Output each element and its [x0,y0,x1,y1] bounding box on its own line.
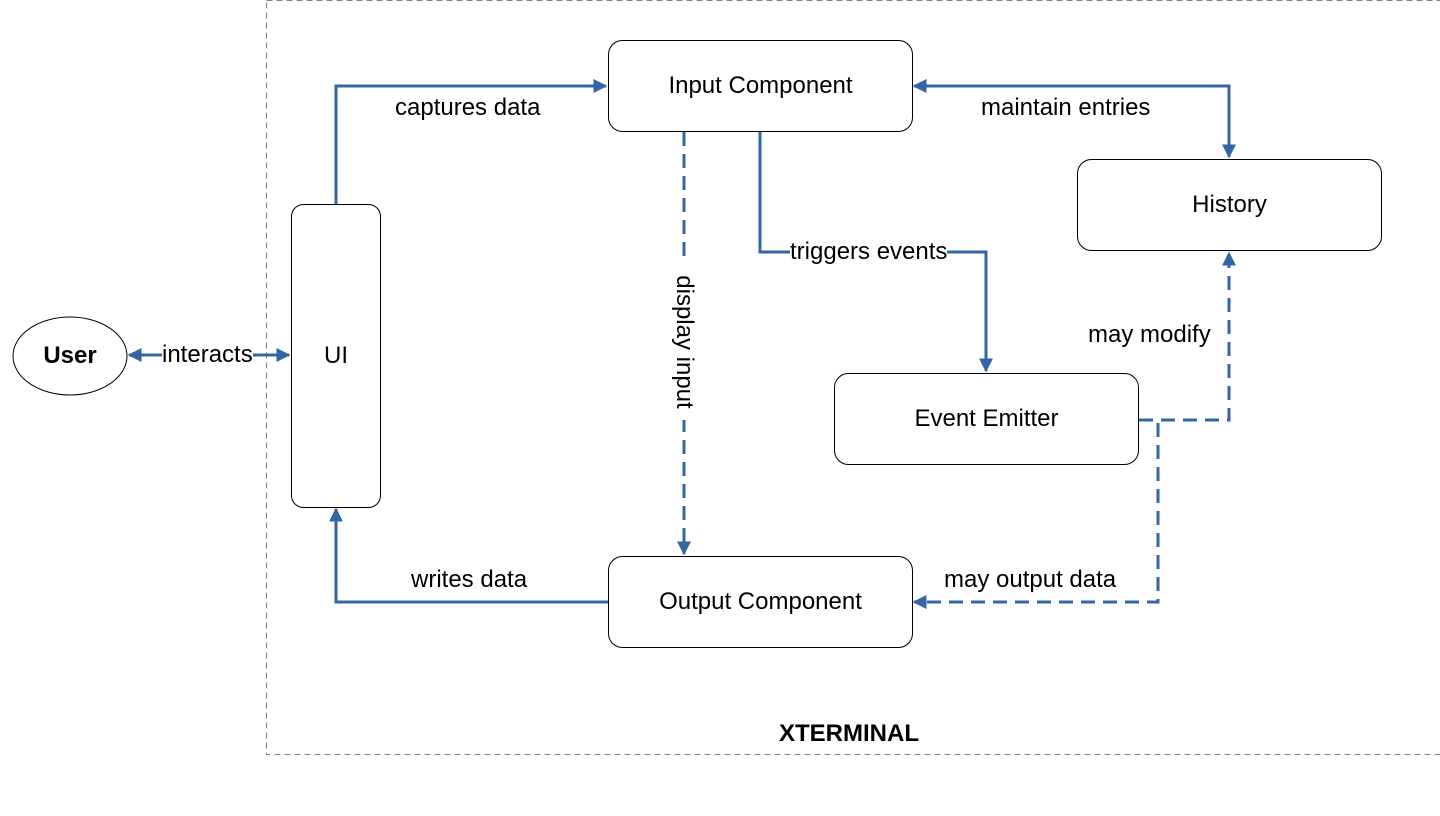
may-modify-edge [1139,251,1236,422]
maintain-entries-label: maintain entries [981,94,1151,121]
triggers-events-label: triggers events [790,238,948,266]
event-emitter-node [834,373,1139,465]
may-modify-label: may modify [1088,321,1211,348]
history-label: History [1192,191,1267,218]
user-label: User [43,342,97,369]
captures-data-label: captures data [395,94,541,121]
output-component-label: Output Component [659,588,862,615]
event-emitter-label: Event Emitter [914,405,1059,432]
writes-data-edge [329,507,608,604]
interacts-label: interacts [162,341,253,369]
xterminal-container [266,0,1440,755]
captures-data-edge [334,79,608,204]
may-output-data-label: may output data [944,566,1117,593]
history-node [1077,159,1382,251]
display-input-label: display input [670,264,698,420]
may-output-data-edge [912,418,1160,609]
output-component-node [608,556,913,648]
ui-label: UI [324,342,348,369]
xterminal-title: XTERMINAL [779,720,919,747]
input-component-label: Input Component [668,72,853,99]
ui-node [291,204,381,508]
user-node [12,316,128,396]
writes-data-label: writes data [411,566,528,593]
input-component-node [608,40,913,132]
maintain-entries-edge [912,79,1236,159]
